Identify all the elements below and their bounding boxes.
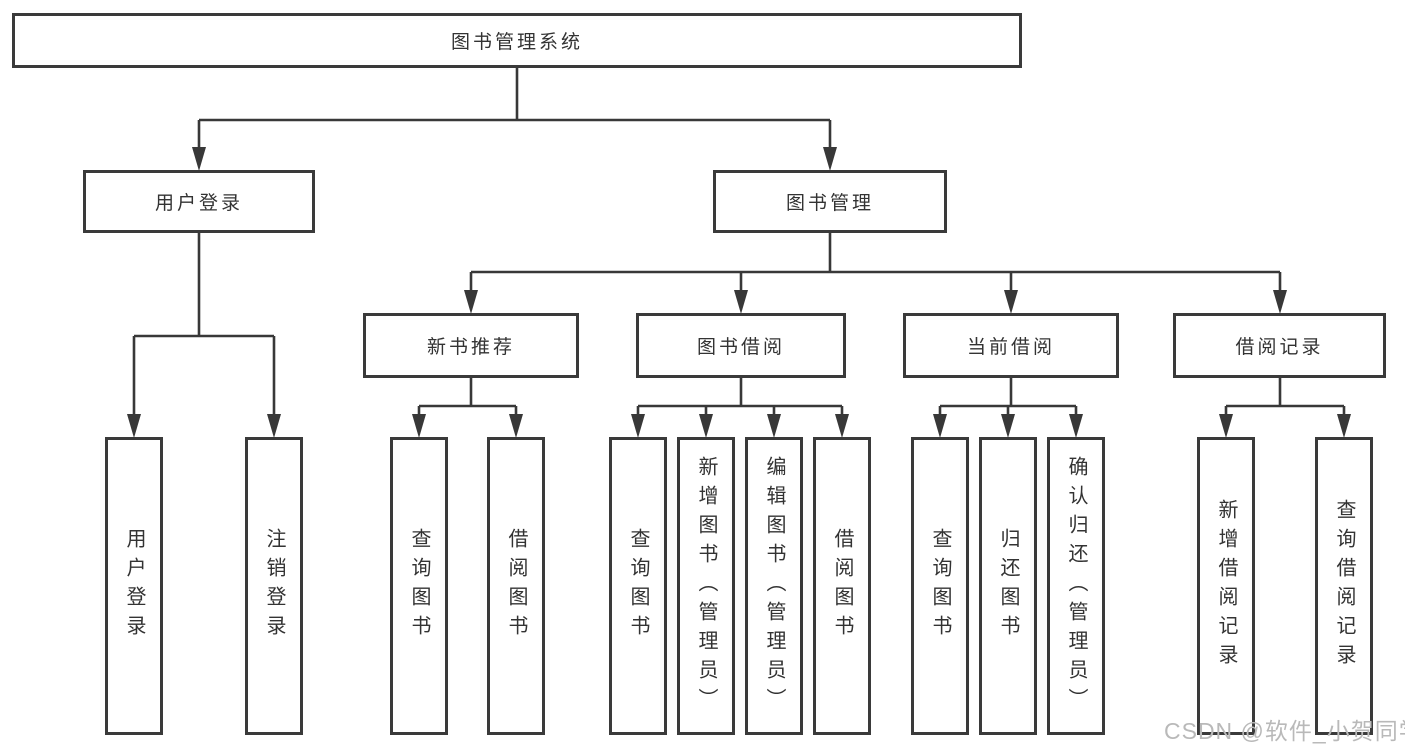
leaf-edit-book-admin: 编辑图书（管理员） xyxy=(745,437,803,735)
arrowhead-icon xyxy=(1069,414,1083,438)
arrowhead-icon xyxy=(631,414,645,438)
node-label: 图书借阅 xyxy=(696,337,785,358)
node-label: 图书管理系统 xyxy=(450,32,583,53)
node-library-management-system: 图书管理系统 xyxy=(12,13,1022,68)
arrowhead-icon xyxy=(127,414,141,438)
arrowhead-icon xyxy=(1219,414,1233,438)
node-label: 借阅记录 xyxy=(1235,337,1324,358)
leaf-user-login: 用户登录 xyxy=(105,437,163,735)
arrowhead-icon xyxy=(509,414,523,438)
arrowhead-icon xyxy=(1001,414,1015,438)
arrowhead-icon xyxy=(1337,414,1351,438)
arrowhead-icon xyxy=(1273,290,1287,314)
node-label: 当前借阅 xyxy=(966,337,1055,358)
node-current-borrowing: 当前借阅 xyxy=(903,313,1119,378)
node-label: 图书管理 xyxy=(785,193,874,214)
node-label: 新书推荐 xyxy=(426,337,515,358)
node-label: 新增图书（管理员） xyxy=(695,455,717,717)
node-label: 注销登录 xyxy=(263,528,285,644)
node-borrowing-records: 借阅记录 xyxy=(1173,313,1386,378)
leaf-add-book-admin: 新增图书（管理员） xyxy=(677,437,735,735)
leaf-borrow-books-recommend: 借阅图书 xyxy=(487,437,545,735)
arrowhead-icon xyxy=(1004,290,1018,314)
leaf-confirm-return-admin: 确认归还（管理员） xyxy=(1047,437,1105,735)
leaf-query-borrow-record: 查询借阅记录 xyxy=(1315,437,1373,735)
node-label: 查询图书 xyxy=(408,528,430,644)
leaf-return-book: 归还图书 xyxy=(979,437,1037,735)
arrowhead-icon xyxy=(734,290,748,314)
node-label: 借阅图书 xyxy=(831,528,853,644)
node-user-login: 用户登录 xyxy=(83,170,315,233)
node-new-book-recommendation: 新书推荐 xyxy=(363,313,579,378)
leaf-add-borrow-record: 新增借阅记录 xyxy=(1197,437,1255,735)
csdn-watermark: CSDN @软件_小贺同学 xyxy=(1164,718,1405,744)
node-book-management: 图书管理 xyxy=(713,170,947,233)
node-label: 编辑图书（管理员） xyxy=(763,455,785,717)
node-label: 查询图书 xyxy=(627,528,649,644)
arrowhead-icon xyxy=(767,414,781,438)
node-label: 查询借阅记录 xyxy=(1333,499,1355,673)
node-label: 新增借阅记录 xyxy=(1215,499,1237,673)
leaf-query-books-borrowing: 查询图书 xyxy=(609,437,667,735)
arrowhead-icon xyxy=(267,414,281,438)
node-book-borrowing: 图书借阅 xyxy=(636,313,846,378)
node-label: 用户登录 xyxy=(123,528,145,644)
leaf-query-books-current: 查询图书 xyxy=(911,437,969,735)
arrowhead-icon xyxy=(192,147,206,171)
arrowhead-icon xyxy=(464,290,478,314)
node-label: 借阅图书 xyxy=(505,528,527,644)
node-label: 用户登录 xyxy=(154,193,243,214)
arrowhead-icon xyxy=(933,414,947,438)
leaf-logout: 注销登录 xyxy=(245,437,303,735)
leaf-query-books-recommend: 查询图书 xyxy=(390,437,448,735)
arrowhead-icon xyxy=(699,414,713,438)
arrowhead-icon xyxy=(823,147,837,171)
arrowhead-icon xyxy=(412,414,426,438)
leaf-borrow-books-borrowing: 借阅图书 xyxy=(813,437,871,735)
node-label: 查询图书 xyxy=(929,528,951,644)
arrowhead-icon xyxy=(835,414,849,438)
node-label: 确认归还（管理员） xyxy=(1065,455,1087,717)
node-label: 归还图书 xyxy=(997,528,1019,644)
